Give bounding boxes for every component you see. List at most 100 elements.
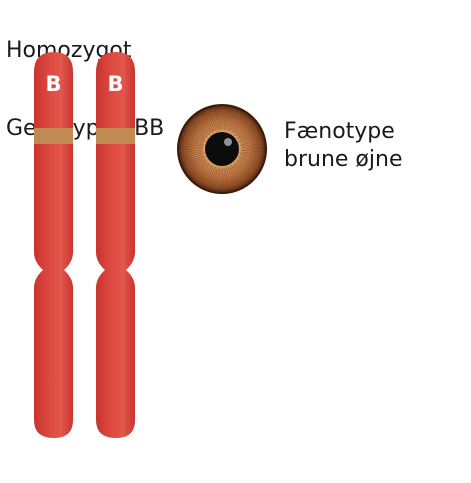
iris-fiber [184, 152, 205, 158]
iris-fiber [241, 151, 260, 155]
chromosome-right-body [96, 52, 135, 438]
iris-fiber [224, 109, 230, 131]
iris-fiber [214, 109, 219, 130]
iris-fiber [184, 155, 205, 164]
iris-fiber [240, 149, 261, 153]
iris-fiber [232, 116, 245, 134]
iris-fiber [196, 120, 211, 136]
chromosome-left-allele: B [45, 72, 61, 96]
iris-fiber [187, 138, 204, 145]
iris-fiber [189, 158, 207, 170]
iris-fiber [236, 160, 253, 176]
iris-fiber [237, 128, 255, 140]
iris-fiber [236, 125, 254, 139]
iris-fiber [233, 162, 248, 178]
iris-fiber [184, 154, 203, 161]
iris-fiber [238, 134, 256, 143]
iris-fiber [239, 140, 260, 146]
iris-fiber [190, 129, 206, 139]
iris-fiber [184, 134, 204, 143]
chromosome-right: B [96, 52, 135, 438]
iris-fiber [237, 122, 253, 137]
iris-fiber [192, 127, 208, 139]
iris-fiber [223, 166, 227, 188]
iris-fiber [217, 110, 221, 132]
iris-fiber [209, 165, 217, 186]
brown-eye-icon [177, 104, 267, 194]
phenotype-label: Fænotype brune øjne [284, 118, 402, 174]
iris-fiber [196, 162, 211, 177]
iris-fiber [201, 164, 214, 184]
iris-fiber [201, 118, 212, 133]
iris-fiber [207, 113, 215, 131]
iris-fiber [207, 166, 216, 184]
iris-fiber [220, 168, 222, 187]
iris-fiber [190, 159, 208, 173]
iris-fiber [230, 164, 243, 184]
iris-fiber [201, 114, 214, 134]
iris-fiber [227, 165, 234, 185]
iris-fiber [191, 161, 207, 176]
iris-fiber [223, 113, 227, 132]
iris-fiber [240, 143, 259, 147]
chromosome-left-band [34, 128, 73, 144]
iris-fiber [188, 130, 206, 141]
iris-fiber [214, 167, 220, 189]
iris-fiber [199, 164, 212, 182]
iris-fiber [198, 119, 211, 135]
iris-fiber [227, 112, 235, 133]
iris-fiber [229, 167, 237, 185]
phenotype-line2: brune øjne [284, 147, 403, 172]
iris-fiber [233, 118, 246, 134]
iris-fiber [240, 153, 257, 160]
iris-fiber [239, 134, 260, 143]
chromosome-left-body [34, 52, 73, 438]
iris-fiber [212, 114, 218, 131]
iris-fiber [189, 158, 205, 167]
iris-fiber [233, 163, 246, 179]
iris-fiber [204, 113, 215, 133]
chromosome-right-band [96, 128, 135, 144]
iris-fiber [226, 167, 232, 184]
iris-fiber [230, 116, 239, 132]
chromosome-left: B [34, 52, 73, 438]
phenotype-line1: Fænotype [284, 119, 395, 144]
iris-fiber [238, 155, 258, 166]
iris-fiber [184, 143, 203, 147]
iris-fiber [185, 151, 204, 155]
iris-fiber [212, 168, 218, 187]
iris-fiber [186, 150, 203, 152]
iris-fiber [193, 121, 208, 136]
iris-fiber [185, 140, 205, 146]
iris-fiber [238, 159, 254, 169]
iris-fiber [235, 123, 249, 137]
iris-fiber [186, 132, 206, 143]
iris-fiber [230, 114, 243, 134]
iris-fiber [226, 111, 232, 130]
iris-fiber [238, 157, 256, 168]
iris-fiber [233, 121, 248, 136]
iris-fiber [217, 166, 221, 185]
iris-fiber [229, 165, 240, 185]
iris-fiber [241, 137, 260, 144]
iris-fiber [205, 166, 214, 182]
iris-fiber [236, 159, 252, 171]
iris-fiber [239, 131, 255, 140]
iris-fiber [232, 165, 243, 180]
iris-fiber [240, 155, 260, 164]
iris-fiber [225, 168, 230, 189]
iris-fiber [210, 113, 217, 133]
iris-fiber [228, 114, 237, 132]
iris-fiber [239, 152, 259, 158]
iris-fiber [195, 161, 209, 175]
iris-fiber [222, 111, 224, 130]
iris-fiber [222, 167, 224, 188]
iris-fiber [241, 146, 258, 148]
iris-fiber [191, 122, 208, 138]
iris-fiber [236, 162, 251, 177]
iris-fiber [220, 110, 222, 131]
iris-fiber [188, 155, 206, 164]
iris-fiber [198, 164, 211, 180]
chromosome-right-allele: B [107, 72, 123, 96]
